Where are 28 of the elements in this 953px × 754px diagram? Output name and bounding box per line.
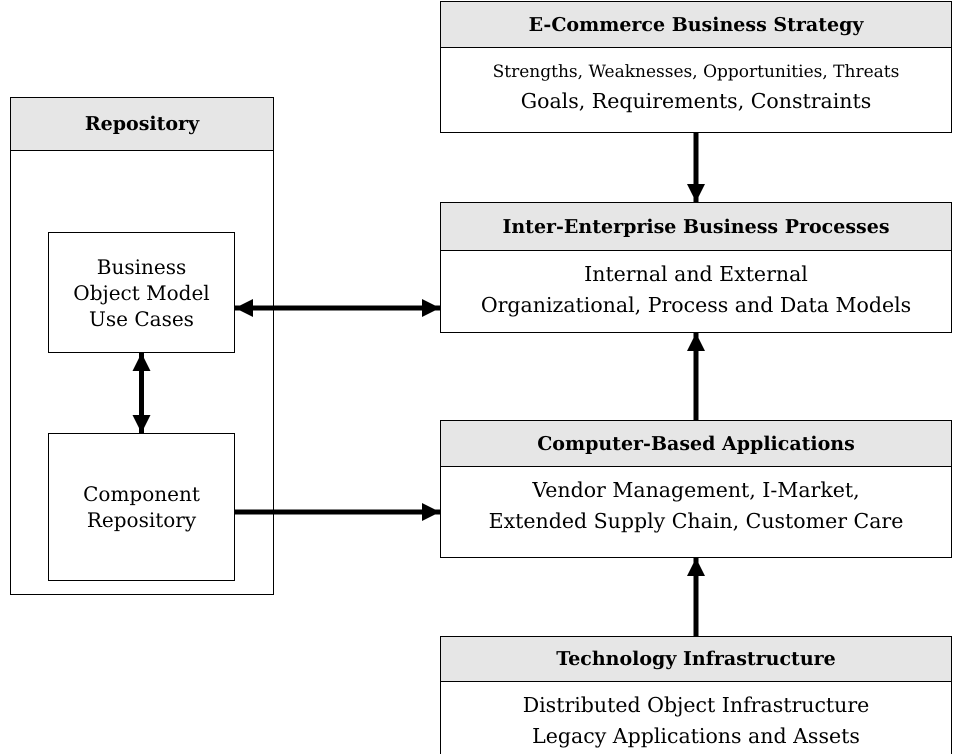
box-heading: Inter-Enterprise Business Processes xyxy=(441,203,951,251)
box-text: Vendor Management, I-Market, xyxy=(532,477,860,504)
process-box xyxy=(48,433,235,581)
container-box xyxy=(10,97,274,595)
arrow xyxy=(235,503,440,521)
box-text: Business Object Model Use Cases xyxy=(72,254,211,332)
box-text: Component Repository xyxy=(82,481,201,533)
box-text: Organizational, Process and Data Models xyxy=(480,292,912,319)
arrow xyxy=(687,558,705,636)
process-box xyxy=(48,232,235,353)
box-text: Goals, Requirements, Constraints xyxy=(520,88,872,114)
process-box xyxy=(440,420,952,558)
box-text: Legacy Applications and Assets xyxy=(532,722,860,750)
arrow xyxy=(687,333,705,420)
process-box xyxy=(440,636,952,754)
box-heading: Computer-Based Applications xyxy=(441,421,951,467)
box-text: Extended Supply Chain, Customer Care xyxy=(488,508,904,535)
arrow xyxy=(687,133,705,202)
box-heading: Repository xyxy=(11,98,273,151)
process-box xyxy=(440,1,952,133)
box-heading: E-Commerce Business Strategy xyxy=(441,2,951,48)
box-text: Strengths, Weaknesses, Opportunities, Threats xyxy=(492,61,900,84)
arrow xyxy=(132,353,150,433)
box-text: Internal and External xyxy=(584,261,808,288)
arrow xyxy=(235,299,440,317)
process-box xyxy=(440,202,952,333)
box-text: Distributed Object Infrastructure xyxy=(522,692,870,719)
box-heading: Technology Infrastructure xyxy=(441,637,951,682)
